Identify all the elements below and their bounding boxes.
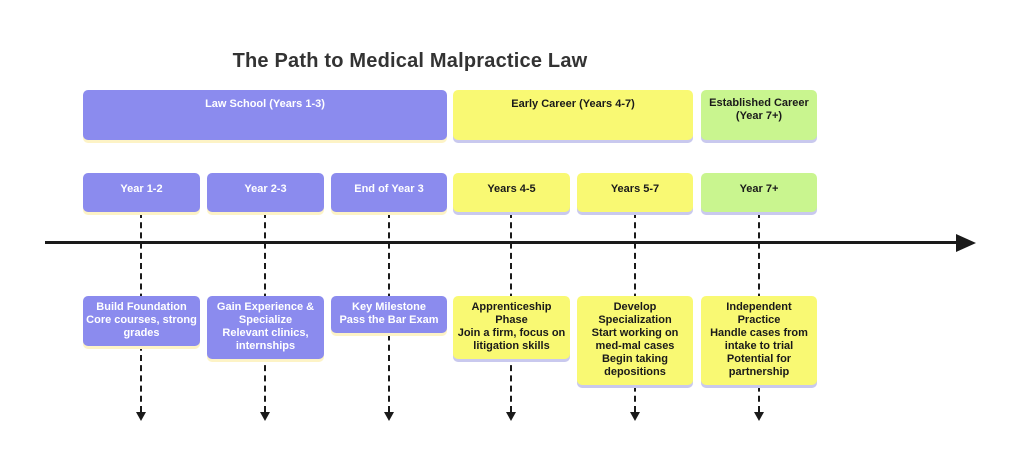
section-early-career: Early Career (Years 4-7) [453, 90, 693, 140]
timeline-axis-arrow-icon [956, 234, 976, 252]
connector-arrow-down-icon [506, 412, 516, 421]
connector-arrow-down-icon [260, 412, 270, 421]
period-end-of-year-3: End of Year 3 [331, 173, 447, 212]
period-year-2-3: Year 2-3 [207, 173, 324, 212]
timeline-axis-line [45, 241, 958, 244]
event-key-milestone: Key Milestone Pass the Bar Exam [331, 296, 447, 333]
event-develop-specialization: Develop Specialization Start working on … [577, 296, 693, 385]
period-year-1-2: Year 1-2 [83, 173, 200, 212]
period-year-7-plus: Year 7+ [701, 173, 817, 212]
period-years-5-7: Years 5-7 [577, 173, 693, 212]
event-gain-experience: Gain Experience & Specialize Relevant cl… [207, 296, 324, 359]
connector-arrow-down-icon [630, 412, 640, 421]
event-independent-practice: Independent Practice Handle cases from i… [701, 296, 817, 385]
section-law-school: Law School (Years 1-3) [83, 90, 447, 140]
diagram-title: The Path to Medical Malpractice Law [232, 50, 588, 72]
connector-arrow-down-icon [384, 412, 394, 421]
connector-arrow-down-icon [136, 412, 146, 421]
section-established-career: Established Career (Year 7+) [701, 90, 817, 140]
event-build-foundation: Build Foundation Core courses, strong gr… [83, 296, 200, 346]
period-years-4-5: Years 4-5 [453, 173, 570, 212]
event-apprenticeship-phase: Apprenticeship Phase Join a firm, focus … [453, 296, 570, 359]
connector-arrow-down-icon [754, 412, 764, 421]
